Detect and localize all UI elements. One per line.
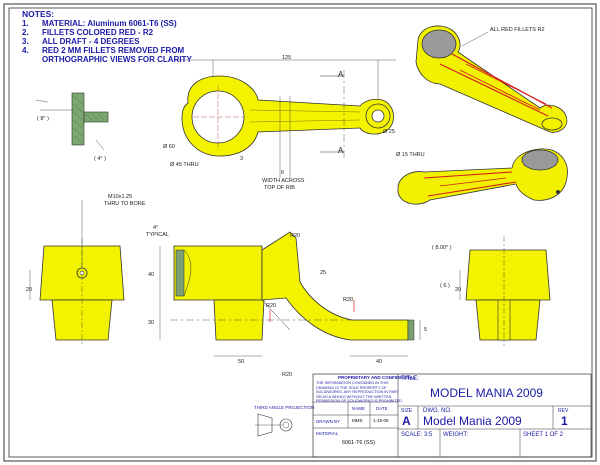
material-value: 6061-T6 (SS) <box>342 440 376 446</box>
size-label: SIZE <box>401 408 413 414</box>
top-view <box>174 59 396 178</box>
note-item: 4.RED 2 MM FILLETS REMOVED FROM <box>22 46 185 55</box>
typical-deg: 4° <box>153 225 159 231</box>
note-item: 3.ALL DRAFT - 4 DEGREES <box>22 37 140 46</box>
size-value: A <box>402 414 411 428</box>
dim-5: 5 <box>424 327 428 333</box>
note-item: 1.MATERIAL: Aluminum 6061-T6 (SS) <box>22 19 177 28</box>
dim-r20-top: R20 <box>290 233 301 239</box>
notes-list: 1.MATERIAL: Aluminum 6061-T6 (SS) 2.FILL… <box>22 19 192 64</box>
dim-40-bottom: 40 <box>376 359 383 365</box>
note-item: 2.FILLETS COLORED RED - R2 <box>22 28 154 37</box>
dim-dia-60: Ø 60 <box>163 144 175 150</box>
thread-callout-2: THRU TO BORE <box>104 201 146 207</box>
width-rib-line2: TOP OF RIB <box>264 185 295 191</box>
section-detail <box>35 92 109 151</box>
drawing-title: MODEL MANIA 2009 <box>430 386 543 400</box>
isometric-view-top <box>415 25 568 133</box>
dim-dia-45: Ø 45 THRU <box>170 162 199 168</box>
dim-20-left: 20 <box>26 287 33 293</box>
dim-8deg: ( 8° ) <box>37 116 49 122</box>
scale-label: SCALE: 3:5 <box>401 432 433 438</box>
isometric-view-bottom <box>397 148 568 205</box>
sheet-label: SHEET 1 OF 2 <box>523 432 563 438</box>
notes-title: NOTES: <box>22 9 55 19</box>
note-item: ORTHOGRAPHIC VIEWS FOR CLARITY <box>42 55 192 64</box>
dim-25-arm: 25 <box>320 270 327 276</box>
dim-4deg: ( 4° ) <box>94 156 106 162</box>
dim-20-right: 20 <box>455 287 462 293</box>
right-view <box>459 236 551 346</box>
dim-r20-mid: R20 <box>266 303 277 309</box>
width-rib-line1: WIDTH ACROSS <box>262 178 305 184</box>
section-a-bottom: A <box>338 146 344 155</box>
dim-3: 3 <box>240 156 244 162</box>
dim-r20-low: R20 <box>343 297 354 303</box>
dim-8deg-right: ( 8.00° ) <box>432 245 452 251</box>
thread-callout-1: M10x1.25 <box>108 194 133 200</box>
drawn-by-name: MMS <box>352 418 363 423</box>
dim-6-right: ( 6 ) <box>440 283 450 289</box>
dim-6: 6 <box>281 170 285 176</box>
weight-label: WEIGHT: <box>443 432 468 438</box>
dim-50: 50 <box>238 359 245 365</box>
typical-label: TYPICAL <box>146 232 169 238</box>
section-a-top: A <box>338 70 344 79</box>
dim-125: 125 <box>282 55 292 61</box>
front-view <box>159 231 421 357</box>
dim-dia-25: Ø 25 <box>383 129 395 135</box>
projection-label: THIRD ANGLE PROJECTION <box>254 405 315 410</box>
rev-value: 1 <box>561 414 568 428</box>
name-header: NAME <box>352 406 366 411</box>
material-label: MATERIAL <box>316 431 339 436</box>
date-header: DATE <box>376 406 388 411</box>
dim-r20-bottom: R20 <box>282 372 293 378</box>
title-label: TITLE: <box>401 376 420 382</box>
dwg-no-value: Model Mania 2009 <box>423 414 522 428</box>
dim-dia-15: Ø 15 THRU <box>396 152 425 158</box>
drawn-by-date: 1-15-09 <box>373 418 389 423</box>
left-view <box>29 200 125 345</box>
dim-30: 30 <box>148 320 155 326</box>
title-block-frame <box>255 373 592 458</box>
drawn-by-label: DRAWN BY <box>316 419 341 424</box>
proprietary-title: PROPRIETARY AND CONFIDENTIAL <box>338 375 416 380</box>
rev-label: REV <box>558 408 569 414</box>
dim-40: 40 <box>148 272 155 278</box>
fillets-label: ALL RED FILLETS R2 <box>490 27 545 33</box>
proprietary-text: THE INFORMATION CONTAINED IN THIS DRAWIN… <box>316 381 403 403</box>
dwg-no-label: DWG. NO. <box>423 408 452 414</box>
